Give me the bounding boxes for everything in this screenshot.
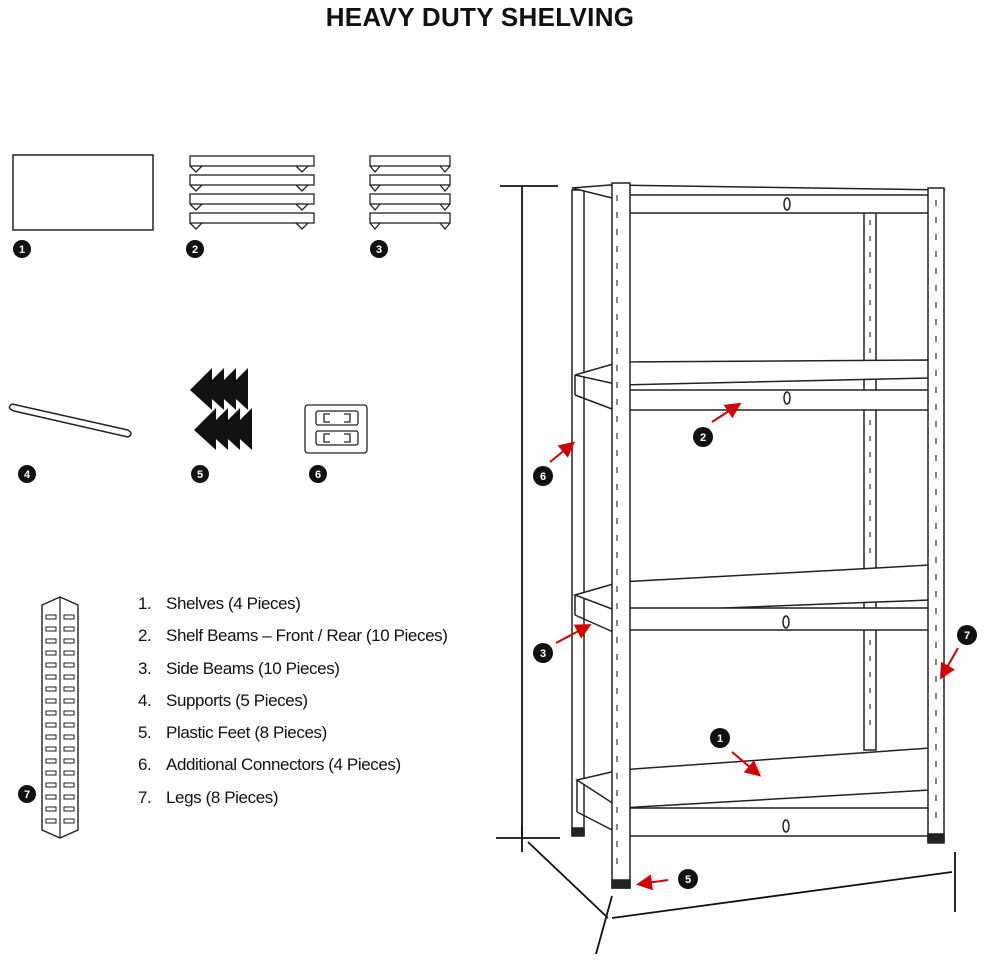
dimension-lines (496, 185, 956, 955)
svg-text:6: 6 (315, 469, 321, 481)
svg-text:1: 1 (717, 733, 723, 745)
part-leg (41, 596, 79, 839)
part-support-rod (8, 403, 132, 438)
svg-text:3: 3 (376, 244, 382, 256)
part-connectors (304, 404, 368, 454)
svg-text:7: 7 (964, 630, 970, 642)
part-shelf-panel (12, 154, 154, 231)
callout-badge-3: 3 (533, 643, 553, 663)
svg-text:5: 5 (685, 874, 691, 886)
svg-text:2: 2 (700, 432, 706, 444)
svg-text:7: 7 (24, 789, 30, 801)
svg-text:6: 6 (540, 471, 546, 483)
badge-part-5: 5 (191, 465, 209, 483)
parts-list-item: 3.Side Beams (10 Pieces) (138, 658, 340, 678)
page-title: HEAVY DUTY SHELVING (325, 2, 635, 32)
callout-badge-6: 6 (533, 466, 553, 486)
badge-part-1: 1 (13, 240, 31, 258)
badge-part-2: 2 (186, 240, 204, 258)
svg-text:3: 3 (540, 648, 546, 660)
parts-list-item: 1.Shelves (4 Pieces) (138, 594, 301, 613)
callout-badge-7: 7 (957, 625, 977, 645)
svg-text:5: 5 (197, 469, 203, 481)
part-side-beams (369, 155, 451, 231)
parts-list-item: 5.Plastic Feet (8 Pieces) (138, 723, 327, 743)
callout-arrows (549, 402, 959, 891)
badge-part-7: 7 (18, 785, 36, 803)
parts-list-item: 2.Shelf Beams – Front / Rear (10 Pieces) (138, 626, 448, 646)
callout-badge-2: 2 (693, 427, 713, 447)
badge-part-6: 6 (309, 465, 327, 483)
callout-badge-5: 5 (678, 869, 698, 889)
part-plastic-feet (190, 368, 252, 450)
badge-part-3: 3 (370, 240, 388, 258)
badge-part-4: 4 (18, 465, 36, 483)
parts-list-item: 6.Additional Connectors (4 Pieces) (138, 755, 401, 775)
parts-list-item: 7.Legs (8 Pieces) (138, 787, 279, 807)
svg-text:2: 2 (192, 244, 198, 256)
part-shelf-beams (189, 155, 315, 230)
callout-badge-1: 1 (710, 728, 730, 748)
parts-list: 1.Shelves (4 Pieces) 2.Shelf Beams – Fro… (138, 588, 448, 814)
assembled-shelving-unit (571, 182, 946, 889)
parts-list-item: 4.Supports (5 Pieces) (138, 690, 308, 710)
svg-text:1: 1 (19, 244, 25, 256)
svg-text:4: 4 (24, 469, 31, 481)
